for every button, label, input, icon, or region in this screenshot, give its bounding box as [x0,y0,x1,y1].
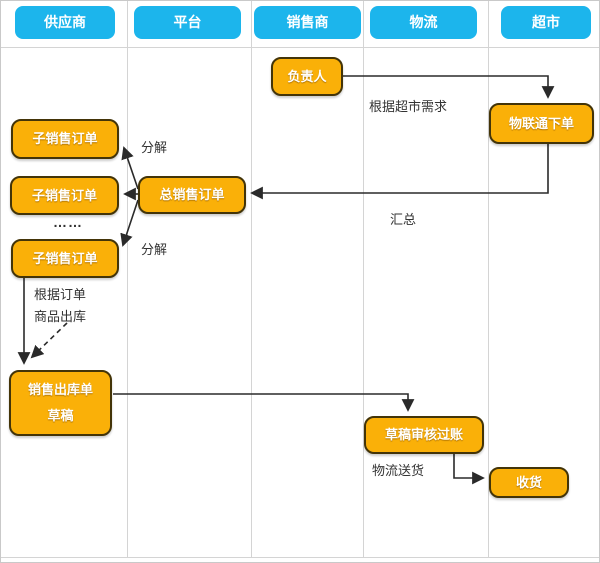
label-decompose-bottom: 分解 [141,242,168,257]
lane-header-supplier: 供应商 [15,6,115,39]
label-per-order-outbound: 根据订单 商品出库 [34,287,87,324]
node-receive-goods: 收货 [489,467,569,498]
connector-wlt-order-to-master-order [250,144,549,200]
lane-header-platform: 平台 [134,6,241,39]
lane-divider-4 [488,1,489,557]
connector-draft-audit-to-receive-goods [453,454,485,485]
label-ellipsis: …… [53,214,83,230]
lane-header-supermarket: 超市 [501,6,591,39]
label-summarize: 汇总 [390,212,417,227]
node-sub-order-3: 子销售订单 [11,239,119,278]
node-draft-audit-post: 草稿审核过账 [364,416,484,454]
node-sub-order-2: 子销售订单 [10,176,119,215]
label-logistics-delivery: 物流送货 [372,463,425,478]
node-wlt-order: 物联通下单 [489,103,594,144]
lane-divider-3 [363,1,364,557]
lane-divider-1 [127,1,128,557]
connector-manager-to-wlt-order [343,75,555,99]
connector-dashed-outbound-note [30,322,68,359]
node-manager: 负责人 [271,57,343,96]
lane-header-seller: 销售商 [254,6,361,39]
label-decompose-top: 分解 [141,140,168,155]
bottom-border-line [1,557,599,558]
node-outbound-draft: 销售出库单 草稿 [9,370,112,436]
node-master-order: 总销售订单 [138,176,246,214]
node-sub-order-1: 子销售订单 [11,119,119,159]
lane-divider-2 [251,1,252,557]
label-per-supermarket-demand: 根据超市需求 [369,99,448,114]
connector-master-to-sub-order-3 [120,199,139,247]
lane-header-logistics: 物流 [370,6,477,39]
header-separator-line [1,47,599,48]
